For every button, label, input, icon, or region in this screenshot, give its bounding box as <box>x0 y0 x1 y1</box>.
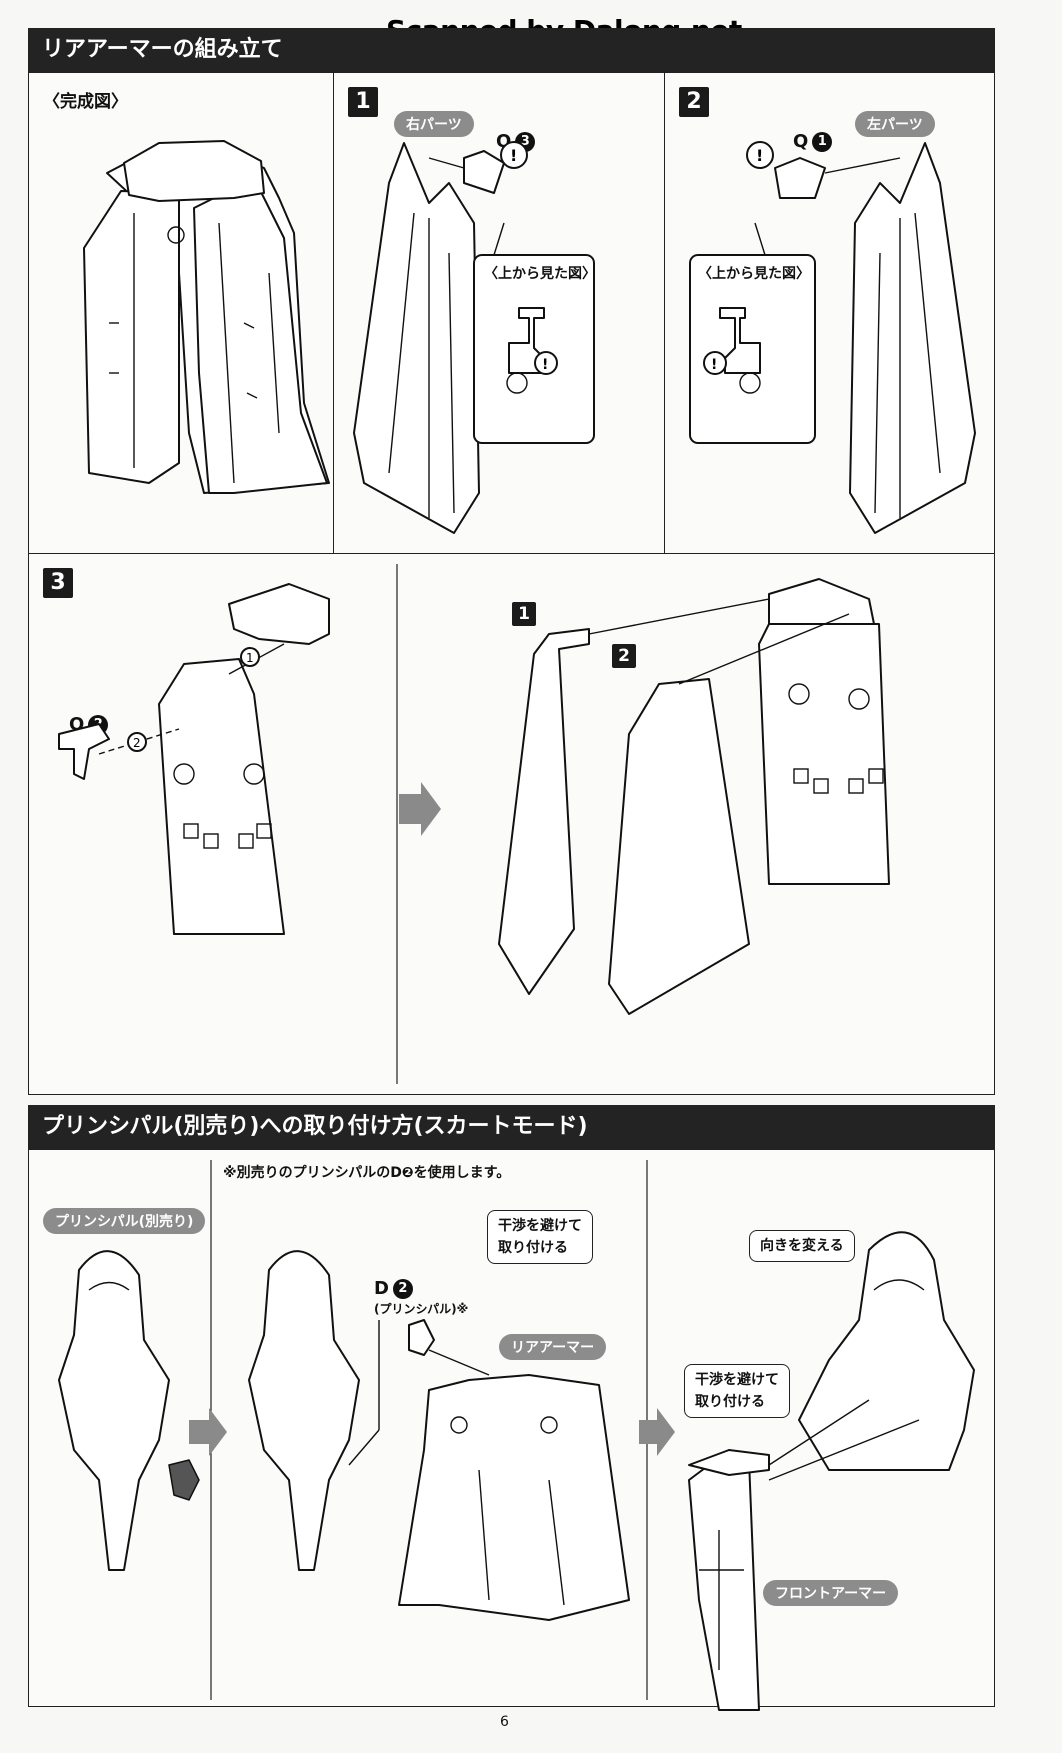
step-number-2: 2 <box>679 87 709 117</box>
svg-text:!: ! <box>510 146 517 165</box>
ref-marker-2: 2 <box>612 644 636 668</box>
step-number-3: 3 <box>43 568 73 598</box>
left-part-pill: 左パーツ <box>855 111 935 137</box>
svg-text:!: ! <box>756 146 763 165</box>
section2-illustration <box>58 1160 975 1711</box>
panel-principal-attach: ※別売りのプリンシパルのD❷を使用します。 プリンシパル(別売り) 干渉を避けて… <box>28 1149 995 1711</box>
svg-text:!: ! <box>711 357 717 373</box>
part-d2-sub: (プリンシパル)※ <box>374 1302 469 1316</box>
part-q1-label: Q 1 <box>793 131 833 152</box>
ref-marker-1: 1 <box>512 602 536 626</box>
callout-avoid-interference: 干渉を避けて 取り付ける <box>487 1210 593 1264</box>
svg-text:1: 1 <box>246 651 254 665</box>
svg-text:!: ! <box>542 357 548 373</box>
front-armor-pill: フロントアーマー <box>763 1580 899 1606</box>
part-letter: Q <box>793 131 809 152</box>
separate-sale-note: ※別売りのプリンシパルのD❷を使用します。 <box>223 1165 511 1181</box>
step1-illustration: ! ! <box>353 141 595 534</box>
section-title-principal: プリンシパル(別売り)への取り付け方(スカートモード) <box>28 1105 995 1149</box>
callout-avoid-interference-2: 干渉を避けて 取り付ける <box>684 1364 790 1418</box>
step-number-1: 1 <box>348 87 378 117</box>
panel-step-2: 2 左パーツ Q 1 ! ! 〈上から見た図〉 <box>664 72 995 554</box>
panel-completed: 〈完成図〉 <box>28 72 334 554</box>
principal-pill: プリンシパル(別売り) <box>43 1208 206 1234</box>
right-part-pill: 右パーツ <box>394 111 474 137</box>
part-d2-label: D 2 <box>374 1278 413 1299</box>
section-title-rear-armor: リアアーマーの組み立て <box>28 28 995 72</box>
panel-step-1: 1 右パーツ Q 3 ! ! 〈上から見た図〉 <box>333 72 665 554</box>
svg-text:2: 2 <box>133 736 141 750</box>
callout-turn-direction: 向きを変える <box>749 1230 855 1262</box>
rear-armor-pill: リアアーマー <box>499 1334 607 1360</box>
top-view-label-2: 〈上から見た図〉 <box>698 266 810 282</box>
part-number: 1 <box>812 131 833 152</box>
page-number: 6 <box>500 1714 509 1730</box>
panel-step-3: 3 M 12 M 9 Q 2 1 2 1 <box>28 553 995 1095</box>
step3-illustration: 1 2 <box>58 564 890 1084</box>
top-view-label-1: 〈上から見た図〉 <box>484 266 596 282</box>
completed-rear-armor-illustration <box>83 140 330 494</box>
completed-label: 〈完成図〉 <box>43 92 128 112</box>
step2-illustration: ! ! <box>689 141 976 534</box>
